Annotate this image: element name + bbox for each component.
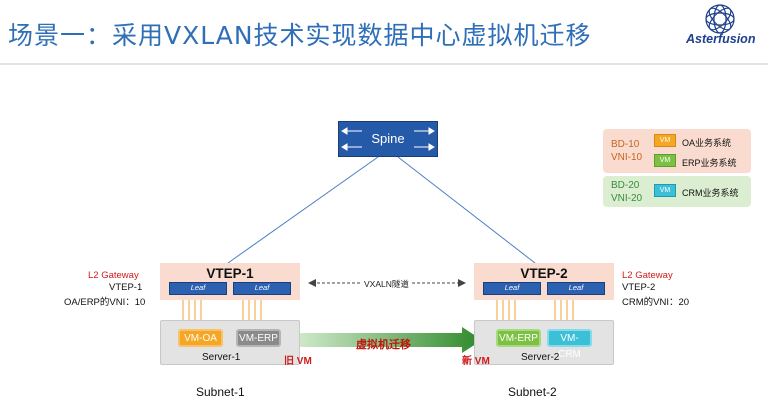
left-vni-label: OA/ERP的VNI：10 xyxy=(64,297,146,308)
header-divider xyxy=(0,63,768,65)
vtep1-title: VTEP-1 xyxy=(206,266,254,281)
legend-group-2-vni: VNI-20 xyxy=(611,193,643,204)
right-vtep-label: VTEP-2 xyxy=(622,282,656,293)
legend-oa-label: OA业务系统 xyxy=(682,138,732,148)
vtep1-leaf-2-label: Leaf xyxy=(254,283,270,292)
subnet-1-label: Subnet-1 xyxy=(196,385,245,399)
brand-name: Asterfusion xyxy=(686,32,756,46)
legend-crm-label: CRM业务系统 xyxy=(682,188,739,198)
vtep2-leaf-2-label: Leaf xyxy=(568,283,584,292)
legend-group-2 xyxy=(603,176,751,207)
left-gateway-label: L2 Gateway xyxy=(88,270,139,281)
vtep2-leaf-1-label: Leaf xyxy=(504,283,520,292)
logo-emblem-icon xyxy=(705,4,735,34)
switch-arrows-icon xyxy=(341,127,435,151)
legend-group-1-vni: VNI-10 xyxy=(611,152,643,163)
vtep1-leaf-2 xyxy=(233,282,291,295)
server2-vm-erp: VM-ERP xyxy=(496,329,541,347)
vtep1-leaf-1 xyxy=(169,282,227,295)
legend-group-1 xyxy=(603,129,751,173)
vtep2-title: VTEP-2 xyxy=(520,266,568,281)
migration-arrow xyxy=(292,327,482,353)
page-title: 场景一：采用VXLAN技术实现数据中心虚拟机迁移 xyxy=(8,21,592,50)
tunnel-arrow-left xyxy=(308,279,316,287)
migration-label: 虚拟机迁移 xyxy=(356,339,411,351)
old-vm-label: 旧 VM xyxy=(284,356,312,367)
left-vtep-label: VTEP-1 xyxy=(109,282,143,293)
spine-switch xyxy=(338,121,438,157)
legend-group-1-bd: BD-10 xyxy=(611,139,640,150)
vtep2-leaf-2 xyxy=(547,282,605,295)
legend-crm-vm-icon: VM xyxy=(654,184,676,197)
link-spine-vtep1 xyxy=(227,156,379,264)
vtep1-leaf-1-label: Leaf xyxy=(190,283,206,292)
tunnel-arrow-right xyxy=(458,279,466,287)
vtep2-leaf-1 xyxy=(483,282,541,295)
right-vni-label: CRM的VNI：20 xyxy=(622,297,690,308)
server1-label: Server-1 xyxy=(202,352,241,363)
legend-erp-label: ERP业务系统 xyxy=(682,158,737,168)
new-vm-label: 新 VM xyxy=(462,356,490,367)
legend-erp-vm-icon: VM xyxy=(654,154,676,167)
asterfusion-logo xyxy=(690,2,750,36)
server1-vm-oa: VM-OA xyxy=(178,329,223,347)
server1-vm-erp: VM-ERP xyxy=(236,329,281,347)
legend-oa-vm-icon: VM xyxy=(654,134,676,147)
right-gateway-label: L2 Gateway xyxy=(622,270,673,281)
tunnel-label: VXALN隧道 xyxy=(362,278,411,290)
subnet-2-label: Subnet-2 xyxy=(508,385,557,399)
server2-label: Server-2 xyxy=(521,352,560,363)
server2-vm-crm: VM-CRM xyxy=(547,329,592,360)
spine-label: Spine xyxy=(371,131,405,146)
legend-group-2-bd: BD-20 xyxy=(611,180,640,191)
link-spine-vtep2 xyxy=(397,156,536,264)
